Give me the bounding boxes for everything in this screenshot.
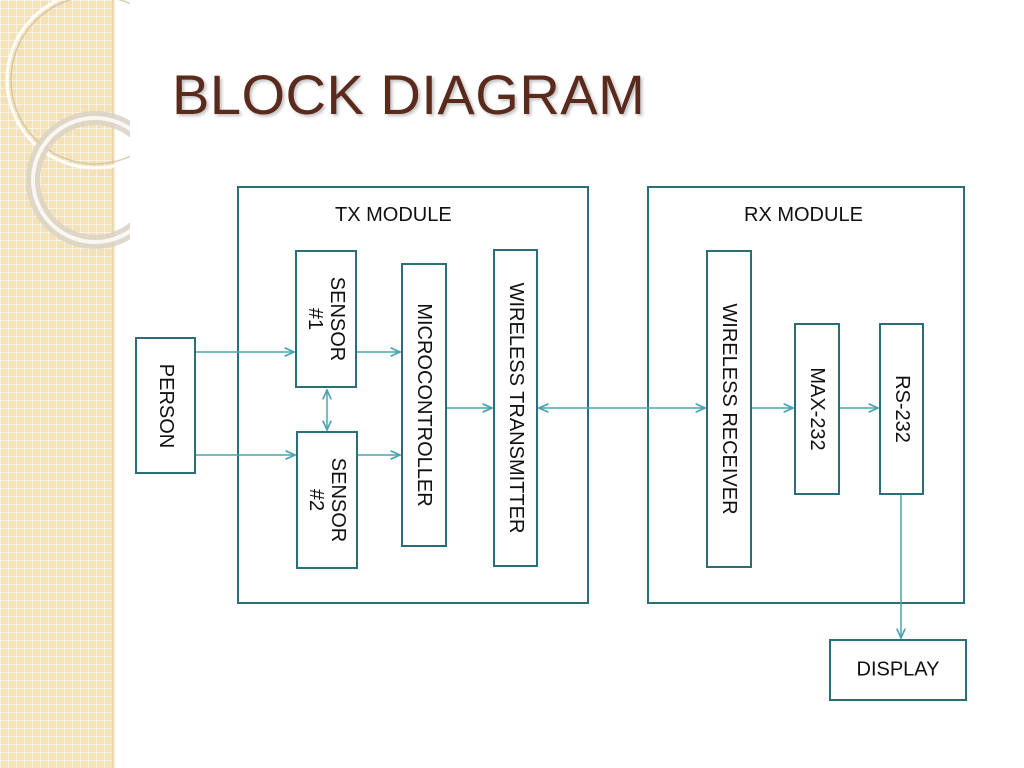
wireless-transmitter-block: WIRELESS TRANSMITTER <box>493 249 538 567</box>
max232-label: MAX-232 <box>806 367 828 451</box>
tx-module-label: TX MODULE <box>335 204 452 226</box>
rs232-block: RS-232 <box>879 323 924 495</box>
wireless-transmitter-label: WIRELESS TRANSMITTER <box>504 282 527 534</box>
side-band-edge <box>112 0 116 768</box>
slide-title: BLOCK DIAGRAM <box>172 63 646 126</box>
person-label: PERSON <box>154 363 177 448</box>
sensor-1-label-line2: #1 <box>304 307 326 331</box>
rs232-label: RS-232 <box>890 375 913 443</box>
display-label: DISPLAY <box>856 658 940 681</box>
display-block: DISPLAY <box>829 639 967 701</box>
sensor-1-label: SENSOR #1 <box>304 277 348 361</box>
max232-block: MAX-232 <box>794 323 840 495</box>
sensor-2-label-line2: #2 <box>305 488 327 512</box>
sensor-1-label-line1: SENSOR <box>326 276 348 362</box>
rx-module-label: RX MODULE <box>744 204 863 226</box>
decorative-rings <box>5 0 130 249</box>
microcontroller-label: MICROCONTROLLER <box>413 303 435 507</box>
wireless-receiver-label: WIRELESS RECEIVER <box>718 303 740 515</box>
wireless-receiver-block: WIRELESS RECEIVER <box>706 250 752 568</box>
sensor-2-label-line1: SENSOR <box>327 457 349 543</box>
sensor-2-block: SENSOR #2 <box>296 431 358 569</box>
microcontroller-block: MICROCONTROLLER <box>401 263 447 547</box>
sensor-1-block: SENSOR #1 <box>295 250 357 388</box>
sensor-2-label: SENSOR #2 <box>305 458 349 542</box>
person-block: PERSON <box>135 337 196 474</box>
